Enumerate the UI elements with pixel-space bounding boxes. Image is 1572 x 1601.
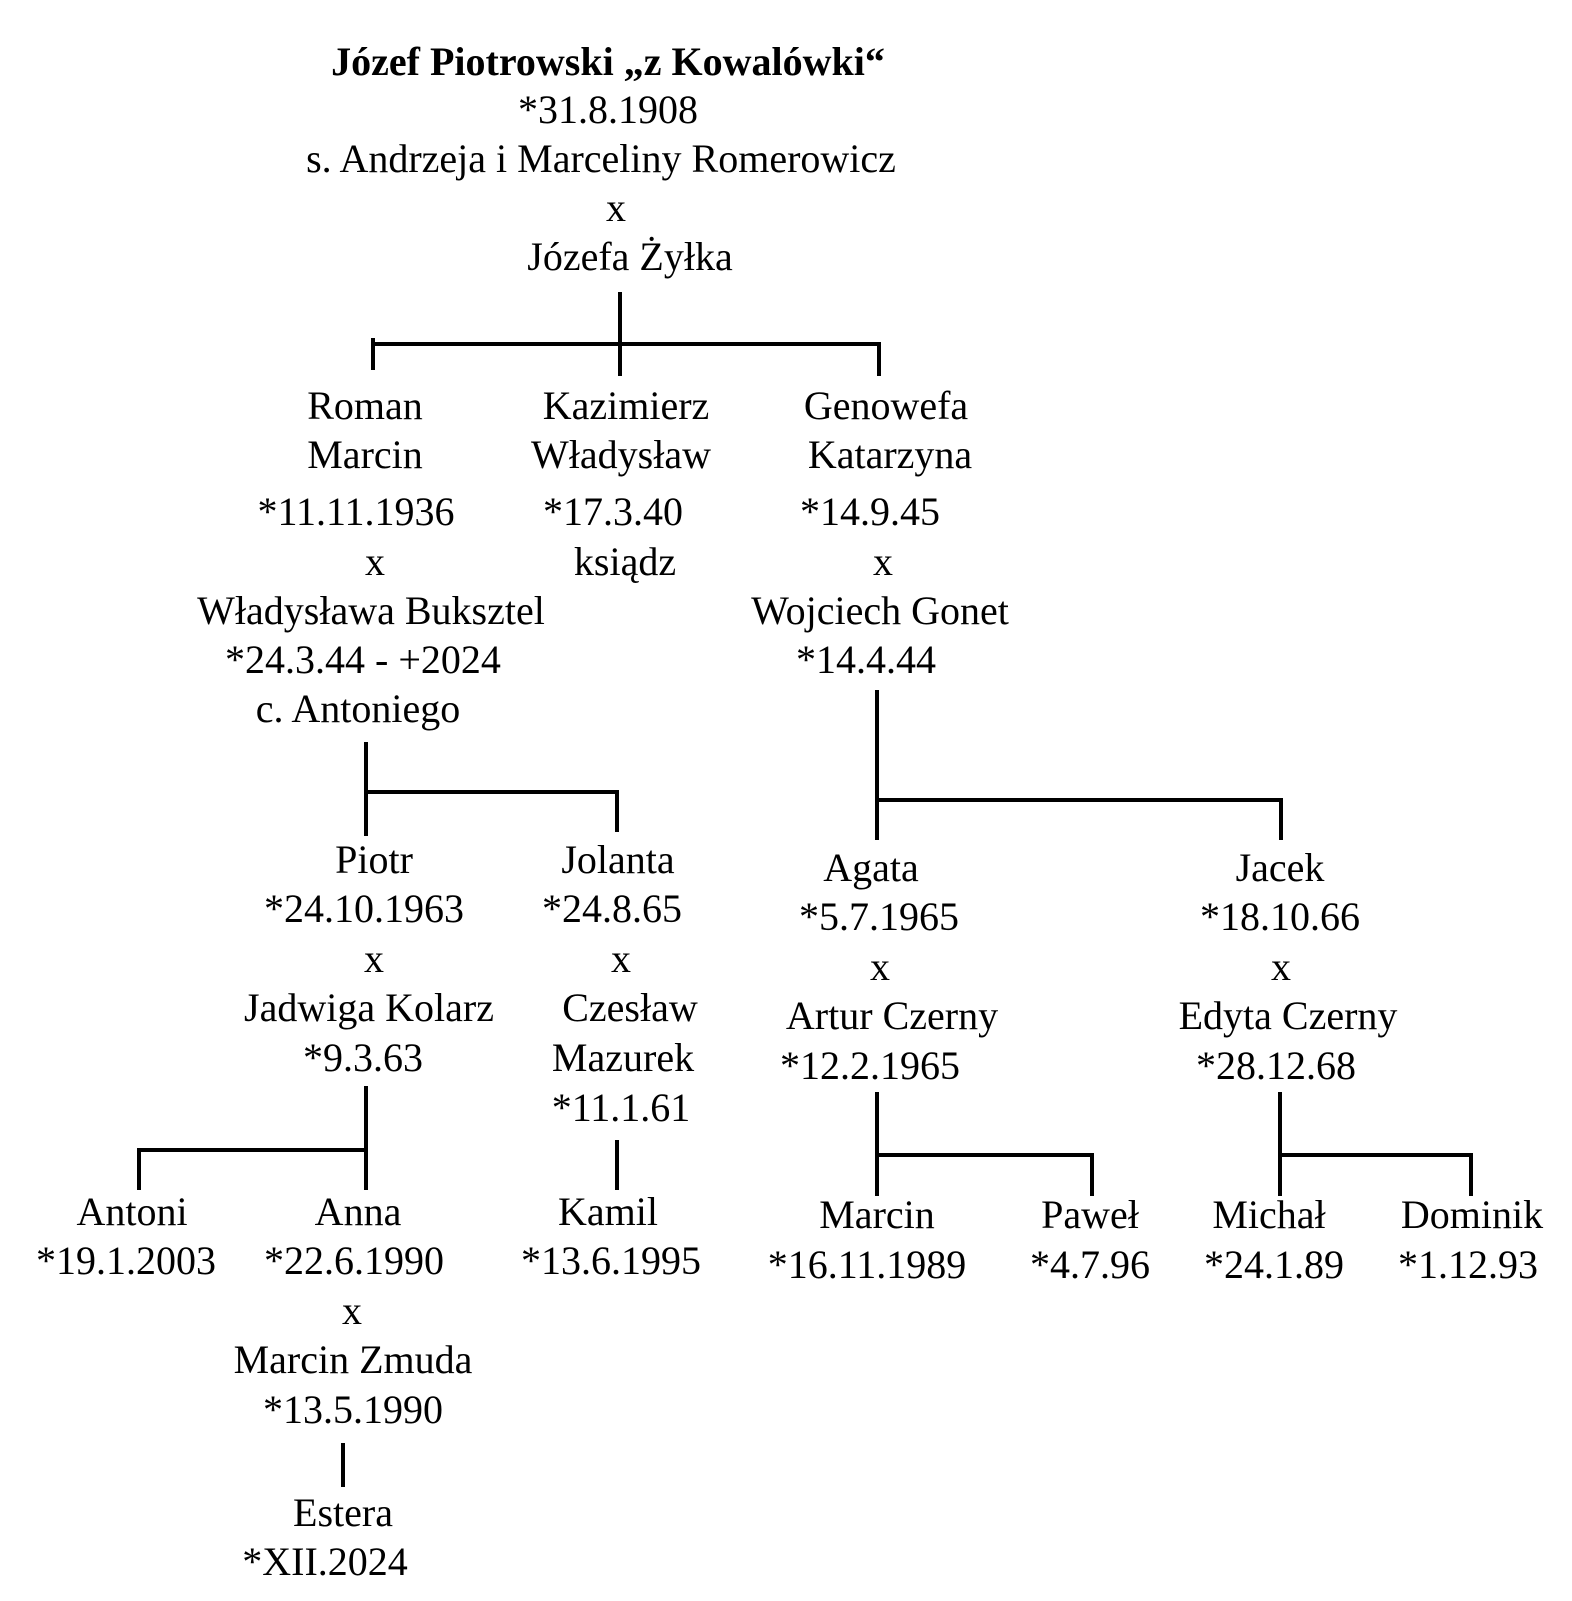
root-spouse: Józefa Żyłka: [527, 234, 733, 279]
piotr-birth: *24.10.1963: [264, 886, 464, 931]
roman-spouse: Władysława Buksztel: [197, 588, 545, 633]
roman-name: Roman: [307, 383, 423, 428]
jolanta-spouse-surname: Mazurek: [551, 1035, 695, 1080]
pawel-birth: *4.7.96: [1030, 1242, 1150, 1287]
antoni-name: Antoni: [76, 1189, 188, 1234]
genowefa-name: Genowefa: [803, 383, 969, 428]
anna-spouse: Marcin Zmuda: [233, 1337, 473, 1382]
roman-marriage-mark: x: [365, 539, 385, 584]
jolanta-birth: *24.8.65: [542, 886, 682, 931]
kamil-name: Kamil: [558, 1189, 658, 1234]
roman-second-name: Marcin: [307, 432, 423, 477]
agata-marriage-mark: x: [870, 944, 890, 989]
genowefa-marriage-mark: x: [873, 539, 893, 584]
jolanta-name: Jolanta: [561, 837, 675, 882]
kamil-birth: *13.6.1995: [521, 1238, 701, 1283]
roman-spouse-parent: c. Antoniego: [255, 686, 461, 731]
genowefa-birth: *14.9.45: [800, 489, 940, 534]
kazimierz-note: ksiądz: [573, 539, 677, 584]
jacek-name: Jacek: [1235, 845, 1325, 890]
anna-spouse-birth: *13.5.1990: [263, 1387, 443, 1432]
anna-marriage-mark: x: [342, 1288, 362, 1333]
estera-name: Estera: [293, 1490, 393, 1535]
jacek-birth: *18.10.66: [1200, 894, 1360, 939]
michal-birth: *24.1.89: [1204, 1242, 1344, 1287]
michal-name: Michał: [1212, 1192, 1326, 1237]
roman-spouse-dates: *24.3.44 - +2024: [225, 637, 501, 682]
piotr-name: Piotr: [335, 837, 413, 882]
roman-birth: *11.11.1936: [257, 489, 455, 534]
root-name: Józef Piotrowski „z Kowalówki“: [331, 39, 885, 84]
dominik-birth: *1.12.93: [1398, 1242, 1538, 1287]
anna-name: Anna: [314, 1189, 402, 1234]
marcin-birth: *16.11.1989: [767, 1242, 967, 1287]
jolanta-spouse-birth: *11.1.61: [551, 1085, 691, 1130]
genowefa-spouse: Wojciech Gonet: [751, 588, 1009, 633]
genowefa-spouse-birth: *14.4.44: [796, 637, 936, 682]
kazimierz-name: Kazimierz: [542, 383, 710, 428]
jacek-spouse-birth: *28.12.68: [1196, 1043, 1356, 1088]
genowefa-second-name: Katarzyna: [807, 432, 973, 477]
dominik-name: Dominik: [1400, 1192, 1544, 1237]
agata-spouse-birth: *12.2.1965: [780, 1043, 960, 1088]
kazimierz-second-name: Władysław: [531, 432, 711, 477]
agata-name: Agata: [823, 845, 919, 890]
jacek-marriage-mark: x: [1271, 944, 1291, 989]
anna-birth: *22.6.1990: [264, 1238, 444, 1283]
root-birth: *31.8.1908: [518, 87, 698, 132]
piotr-spouse-birth: *9.3.63: [303, 1035, 423, 1080]
root-marriage-mark: x: [606, 185, 626, 230]
estera-birth: *XII.2024: [242, 1539, 408, 1584]
root-parents: s. Andrzeja i Marceliny Romerowicz: [306, 136, 896, 181]
jolanta-marriage-mark: x: [611, 936, 631, 981]
jolanta-spouse-name: Czesław: [562, 985, 698, 1030]
marcin-name: Marcin: [819, 1192, 935, 1237]
antoni-birth: *19.1.2003: [36, 1238, 216, 1283]
kazimierz-birth: *17.3.40: [543, 489, 683, 534]
piotr-marriage-mark: x: [364, 936, 384, 981]
agata-birth: *5.7.1965: [799, 894, 959, 939]
pawel-name: Paweł: [1041, 1192, 1139, 1237]
piotr-spouse: Jadwiga Kolarz: [244, 985, 494, 1030]
agata-spouse: Artur Czerny: [785, 993, 999, 1038]
jacek-spouse: Edyta Czerny: [1178, 993, 1398, 1038]
